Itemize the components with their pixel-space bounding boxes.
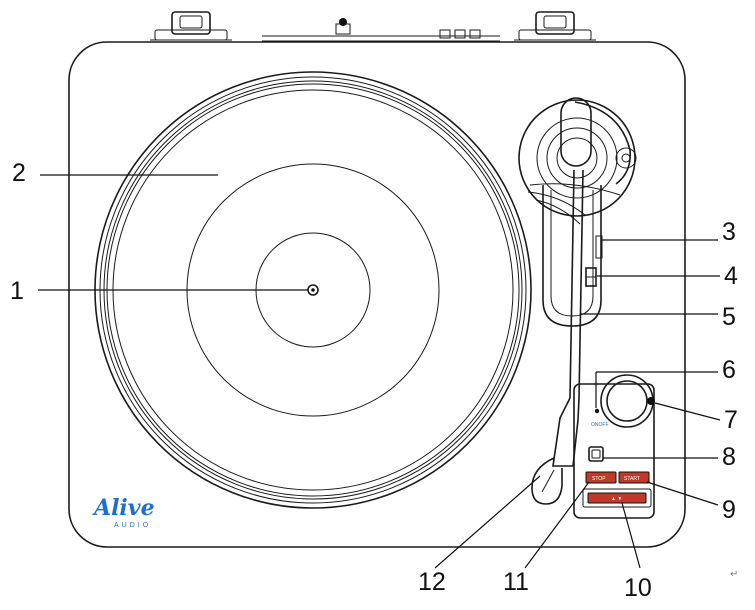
speed-knob[interactable]: [600, 374, 654, 428]
rear-hardware: [150, 11, 596, 42]
power-button[interactable]: [588, 446, 604, 462]
callout-numbers: 1 2 3 4 5 6 7 8 9 10 11 12: [10, 159, 738, 602]
lift-button[interactable]: [587, 492, 647, 504]
knob-pointer: [647, 397, 655, 405]
control-panel: ONOFF STOP START ▲ ▼: [573, 374, 655, 519]
brand-logo-text: Alive: [92, 495, 155, 521]
tonearm: [531, 169, 584, 505]
tonearm-base: [518, 97, 637, 225]
leader-lines: [38, 174, 721, 569]
lift-lever-marks: [595, 235, 603, 259]
callout-3: 3: [722, 218, 736, 246]
indicator-led: [594, 408, 600, 414]
callout-12: 12: [418, 568, 446, 596]
callout-1: 1: [10, 277, 24, 305]
start-button-label: START: [624, 476, 640, 482]
brand-logo: Alive AUDIO: [92, 495, 155, 529]
callout-9: 9: [722, 496, 736, 524]
turntable-body: [68, 41, 686, 548]
callout-10: 10: [624, 574, 652, 602]
counterweight: [560, 97, 592, 167]
stop-button[interactable]: [585, 471, 617, 484]
start-button[interactable]: [618, 471, 650, 484]
rear-connectors: [262, 18, 500, 42]
callout-5: 5: [722, 303, 736, 331]
callout-6: 6: [722, 356, 736, 384]
hinge-right: [514, 11, 596, 41]
callout-4: 4: [724, 262, 738, 290]
headshell: [531, 457, 563, 505]
callout-11: 11: [503, 568, 529, 596]
callout-8: 8: [722, 443, 736, 471]
panel-label: ONOFF: [591, 422, 609, 428]
return-mark: ↵: [730, 569, 738, 580]
callout-2: 2: [12, 159, 26, 187]
lift-button-label: ▲ ▼: [611, 496, 622, 502]
callout-7: 7: [724, 406, 738, 434]
hinge-left: [150, 11, 232, 41]
stop-button-label: STOP: [592, 476, 606, 482]
brand-logo-subtext: AUDIO: [114, 522, 151, 529]
